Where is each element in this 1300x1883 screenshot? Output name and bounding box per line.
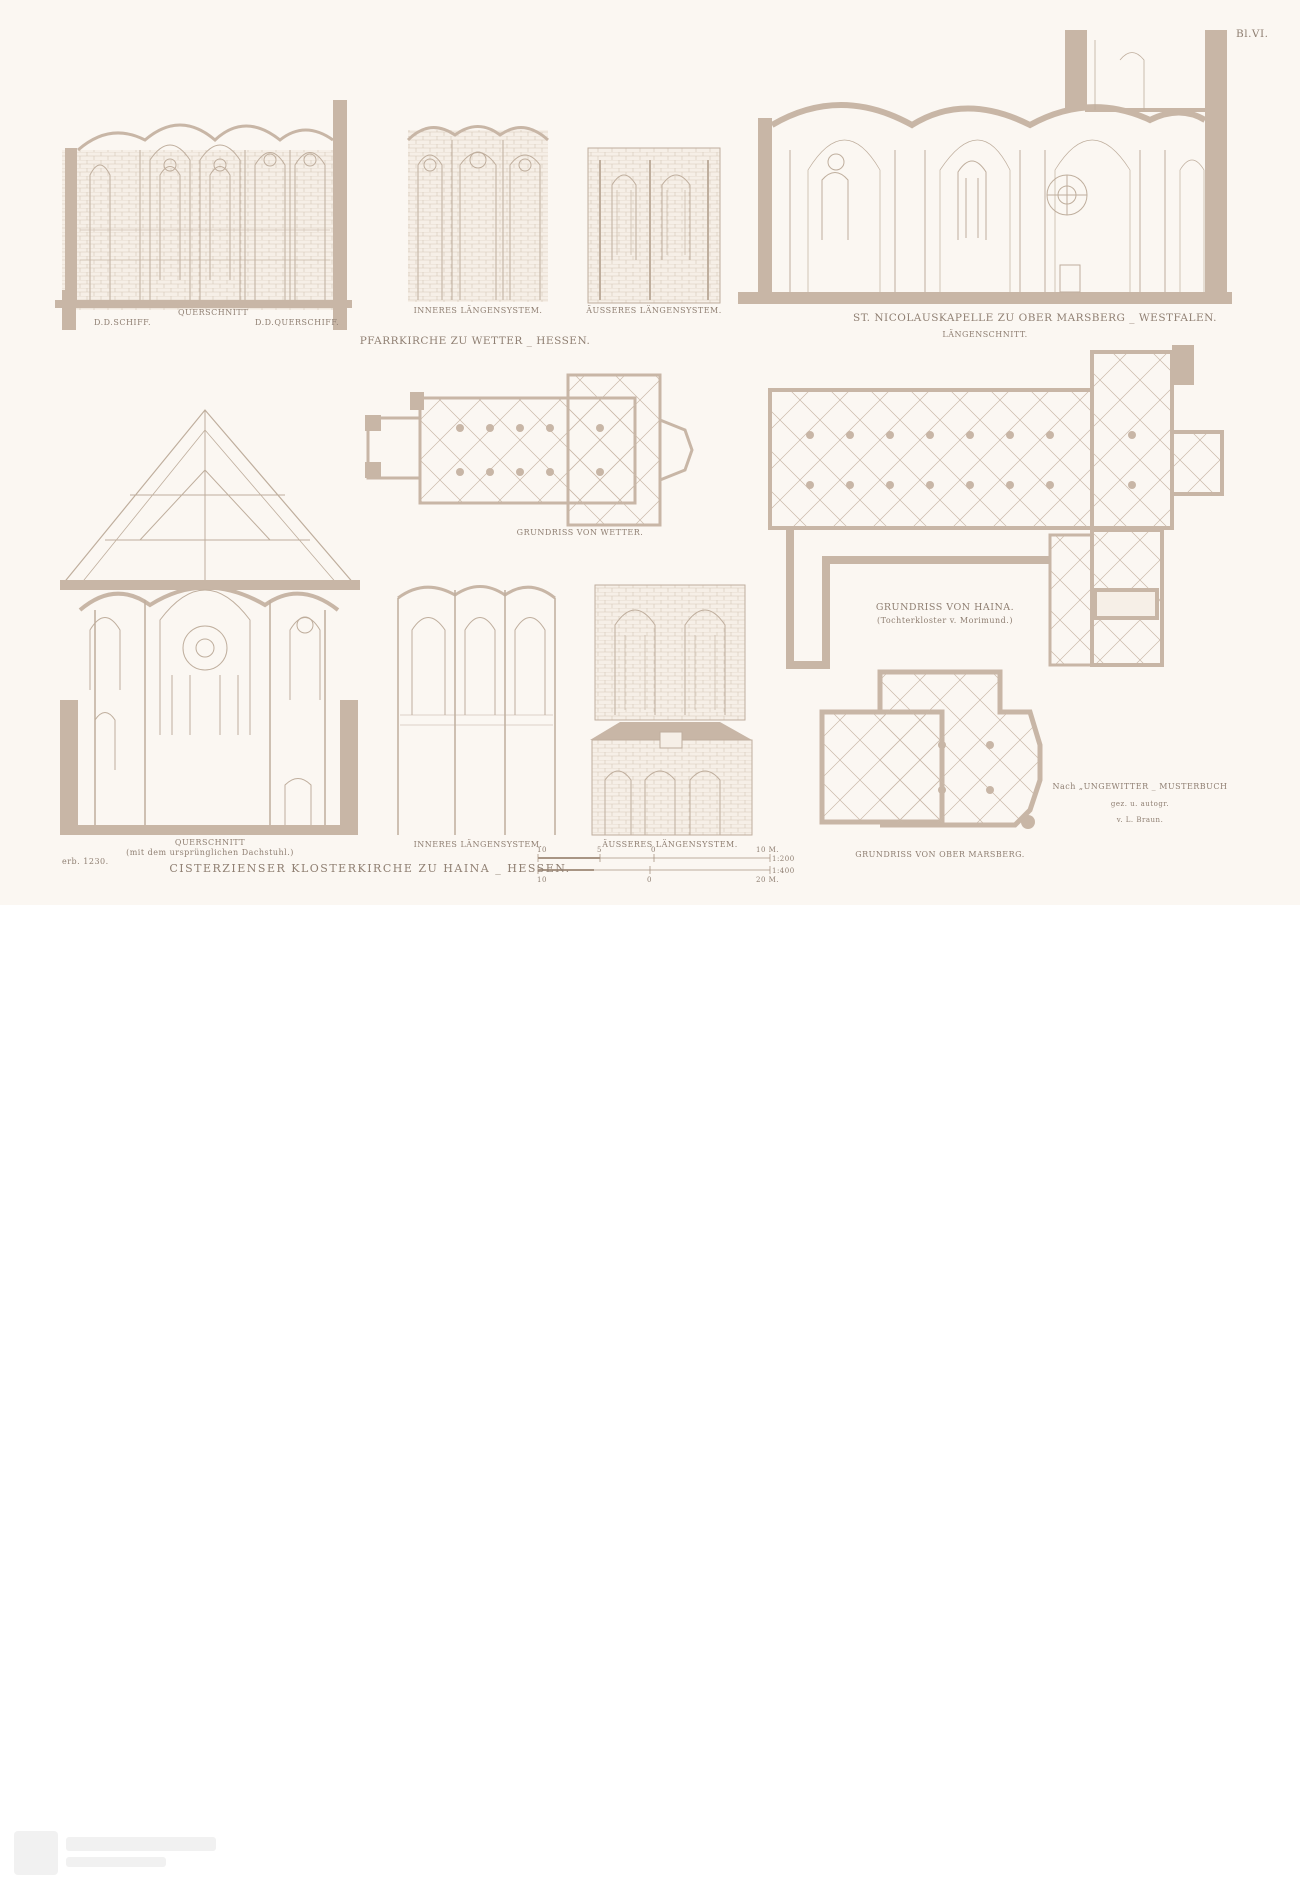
watermark-logo (14, 1831, 216, 1875)
credit-line-1: Nach „UNGEWITTER _ MUSTERBUCH (1052, 782, 1228, 791)
marsberg-title: ST. NICOLAUSKAPELLE ZU OBER MARSBERG _ W… (853, 312, 1217, 324)
marsberg-section-label: LÄNGENSCHNITT. (942, 330, 1028, 339)
wetter-nave-label: D.D.SCHIFF. (94, 318, 151, 327)
scale-top-end: 0 (651, 846, 656, 854)
haina-outer-bay-label: ÄUSSERES LÄNGENSYSTEM. (602, 840, 738, 849)
credit-line-3: v. L. Braun. (1116, 816, 1164, 824)
wetter-floor-plan (365, 373, 694, 527)
haina-plan-label: GRUNDRISS VON HAINA. (875, 602, 1015, 613)
wetter-cross-section-label: QUERSCHNITT (178, 308, 249, 317)
scale-bottom-mid: 0 (647, 876, 652, 884)
haina-inner-bay-label: INNERES LÄNGENSYSTEM. (413, 840, 543, 849)
haina-main-title: CISTERZIENSER KLOSTERKIRCHE ZU HAINA _ H… (169, 862, 571, 875)
scale-top-unit: 10 M. (756, 846, 780, 854)
footer-band (0, 905, 1300, 1875)
haina-floor-plan (768, 345, 1224, 669)
scale-top-start: 10 (537, 846, 547, 854)
marsberg-floor-plan (819, 669, 1043, 829)
drawing-sheet: Bl.VI. QUERSCHNITT D.D.SCHIFF. D.D.QUERS… (0, 0, 1300, 905)
scale-bottom-start: 10 (537, 876, 547, 884)
haina-cross-section-note: (mit dem ursprünglichen Dachstuhl.) (126, 848, 294, 857)
wetter-cross-section (55, 100, 352, 330)
marsberg-longitudinal-section (738, 30, 1232, 304)
wetter-inner-bay-label: INNERES LÄNGENSYSTEM. (413, 306, 543, 315)
scale-bottom-end-unit: 20 M. (756, 876, 780, 884)
haina-year-label: erb. 1230. (62, 857, 109, 866)
plate-number: Bl.VI. (1236, 28, 1269, 40)
haina-inner-bay-elevation (397, 585, 556, 835)
marsberg-plan-label: GRUNDRISS VON OBER MARSBERG. (855, 850, 1025, 859)
architectural-plate (55, 30, 1232, 874)
haina-cross-section-label: QUERSCHNITT (174, 838, 246, 847)
scale-bottom-ratio: 1:400 (772, 867, 795, 875)
haina-plan-note: (Tochterkloster v. Morimund.) (877, 616, 1013, 625)
wetter-inner-bay-elevation (406, 125, 550, 302)
scale-bar (537, 854, 771, 874)
wetter-plan-label: GRUNDRISS VON WETTER. (516, 528, 644, 537)
haina-cross-section (60, 409, 360, 835)
scale-top-ratio: 1:200 (772, 855, 795, 863)
haina-outer-bay-elevation (590, 584, 753, 836)
wetter-transept-label: D.D.QUERSCHIFF. (255, 318, 340, 327)
wetter-outer-bay-label: ÄUSSERES LÄNGENSYSTEM. (586, 306, 722, 315)
credit-line-2: gez. u. autogr. (1110, 800, 1170, 808)
wetter-main-title: PFARRKIRCHE ZU WETTER _ HESSEN. (359, 335, 591, 347)
wetter-outer-bay-elevation (587, 147, 721, 304)
scale-top-mid: 5 (597, 846, 602, 854)
